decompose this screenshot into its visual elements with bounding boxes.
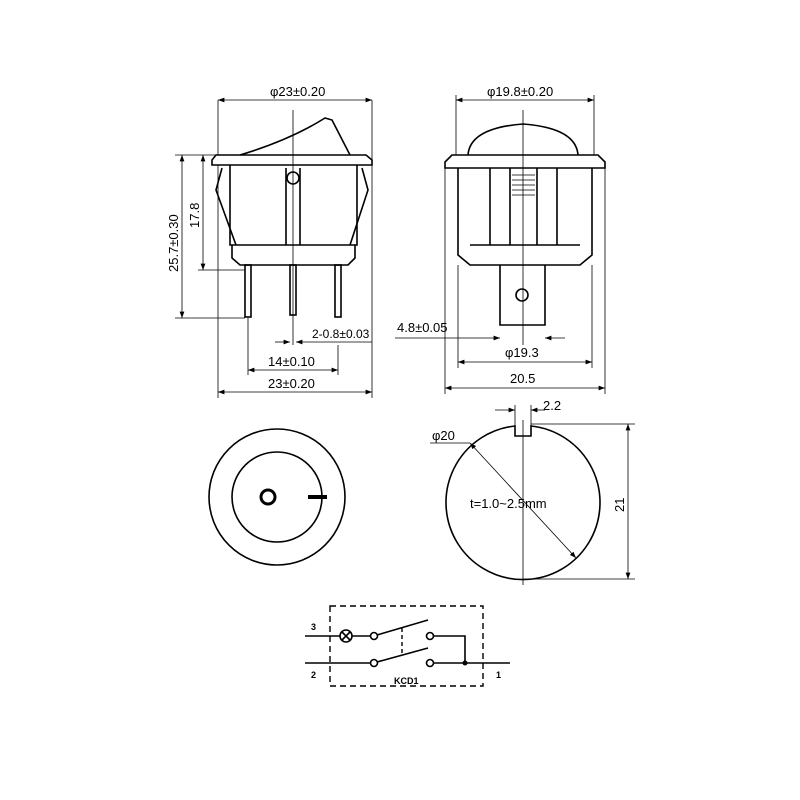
base xyxy=(231,245,356,266)
flange xyxy=(211,154,373,166)
dim-pin-spacing: 14±0.10 xyxy=(268,354,315,369)
panel-cutout: 2.2 φ20 t=1.0~2.5mm 21 xyxy=(430,398,635,585)
end-view: φ19.8±0.20 4.8±0.05 φ19.3 20.5 xyxy=(395,84,606,394)
dim-height: 21 xyxy=(612,498,627,512)
dim-diameter: φ20 xyxy=(432,428,455,443)
dim-top-width: φ19.8±0.20 xyxy=(487,84,553,99)
body xyxy=(229,165,358,246)
dim-bottom-width: 23±0.20 xyxy=(268,376,315,391)
rocker-actuator xyxy=(239,117,351,156)
front-view: O — xyxy=(208,428,346,566)
terminal-2-label: 2 xyxy=(311,670,316,680)
clips xyxy=(215,167,369,246)
flange xyxy=(444,154,606,169)
dim-pin-width: 2-0.8±0.03 xyxy=(312,327,370,341)
dim-body-diameter: φ19.3 xyxy=(505,345,539,360)
terminal-1-label: 1 xyxy=(496,670,501,680)
side-view: φ23±0.20 25.7±0.30 17.8 2-0.8±0.03 14±0.… xyxy=(166,84,373,398)
dim-body-height: 17.8 xyxy=(187,203,202,228)
dim-tab-width: 4.8±0.05 xyxy=(397,320,448,335)
body xyxy=(457,168,593,266)
switch-contact-lower xyxy=(376,647,429,663)
tab xyxy=(499,265,546,326)
dashed-enclosure xyxy=(329,605,484,687)
dim-notch-width: 2.2 xyxy=(543,398,561,413)
dim-top-width: φ23±0.20 xyxy=(270,84,325,99)
thickness-label: t=1.0~2.5mm xyxy=(470,496,547,511)
model-label: KCD1 xyxy=(394,676,419,686)
terminal-3-label: 3 xyxy=(311,622,316,632)
off-symbol-icon xyxy=(259,488,277,506)
switch-contact-upper xyxy=(376,619,429,636)
dim-flange-width: 20.5 xyxy=(510,371,535,386)
wiring-schematic: 3 2 1 KCD1 xyxy=(305,605,510,687)
dim-total-height: 25.7±0.30 xyxy=(166,214,181,272)
